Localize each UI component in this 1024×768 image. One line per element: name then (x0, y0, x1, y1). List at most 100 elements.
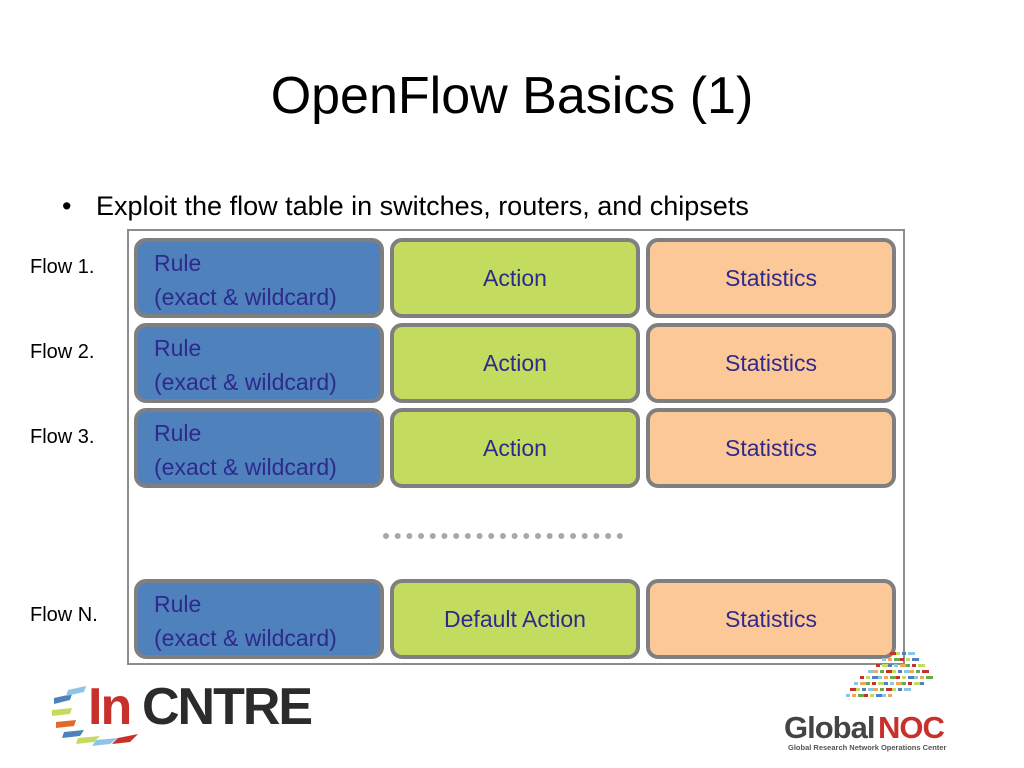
logo-pixel (890, 652, 897, 655)
logo-pixel (896, 682, 903, 685)
slide-title: OpenFlow Basics (1) (270, 67, 754, 125)
logo-pixel (860, 676, 864, 679)
logo-pixel (902, 682, 906, 685)
logo-pixel (878, 682, 885, 685)
flow-label: Flow 3. (30, 426, 95, 448)
logo-pixel (876, 694, 883, 697)
rule-cell: Rule (exact & wildcard) (134, 238, 384, 318)
logo-pixel (864, 694, 868, 697)
logo-pixel (916, 670, 920, 673)
logo-pixel (882, 694, 886, 697)
ellipsis-dots (383, 533, 623, 545)
logo-pixel (866, 676, 870, 679)
logo-pixel (894, 664, 898, 667)
action-cell: Action (390, 238, 640, 318)
rule-title: Rule (154, 591, 202, 617)
logo-pixel (896, 652, 900, 655)
statistics-cell: Statistics (646, 238, 896, 318)
logo-pixel (872, 682, 876, 685)
logo-pixel (888, 658, 892, 661)
svg-text:Global: Global (784, 710, 874, 745)
rule-subtitle: (exact & wildcard) (154, 284, 337, 310)
logo-pixel (912, 664, 916, 667)
logo-pixel (856, 688, 860, 691)
action-cell: Default Action (390, 579, 640, 659)
globalnoc-logo-icon: Global NOC Global Research Network Opera… (784, 652, 946, 752)
logo-pixel (906, 658, 910, 661)
logo-pixel (900, 658, 904, 661)
logo-pixel (862, 688, 866, 691)
logo-pixel (892, 670, 896, 673)
logo-pixel (904, 688, 911, 691)
svg-text:CNTRE: CNTRE (142, 678, 311, 736)
logo-pixel (884, 676, 888, 679)
logo-pixel (868, 670, 875, 673)
logo-pixel (876, 664, 880, 667)
logo-pixel (906, 664, 910, 667)
incntre-logo: In CNTRE (50, 672, 320, 748)
logo-pixel (868, 688, 875, 691)
logo-pixel (920, 682, 924, 685)
bullet-text: Exploit the flow table in switches, rout… (96, 191, 749, 221)
rule-subtitle: (exact & wildcard) (154, 369, 337, 395)
statistics-cell: Statistics (646, 579, 896, 659)
logo-pixel (902, 676, 906, 679)
globalnoc-logo: Global NOC Global Research Network Opera… (780, 648, 980, 758)
logo-pixel (898, 688, 902, 691)
flow-label: Flow 1. (30, 256, 95, 278)
rule-title: Rule (154, 420, 202, 446)
logo-pixel (890, 682, 894, 685)
logo-pixel (908, 682, 912, 685)
logo-pixel (920, 676, 924, 679)
logo-pixel (874, 670, 878, 673)
logo-pixel (860, 682, 867, 685)
logo-pixel (886, 688, 893, 691)
logo-pixel (892, 688, 896, 691)
rule-cell: Rule (exact & wildcard) (134, 408, 384, 488)
logo-pixel (898, 670, 902, 673)
rule-cell: Rule (exact & wildcard) (134, 323, 384, 403)
flow-label: Flow N. (30, 604, 98, 626)
logo-pixel (850, 688, 857, 691)
logo-pixel (900, 664, 907, 667)
logo-pixel (888, 694, 892, 697)
statistics-cell: Statistics (646, 408, 896, 488)
logo-pixel (890, 676, 897, 679)
logo-pixel (912, 658, 919, 661)
incntre-logo-icon: In CNTRE (52, 678, 313, 746)
logo-pixel (858, 694, 865, 697)
logo-pixel (908, 676, 915, 679)
rule-cell: Rule (exact & wildcard) (134, 579, 384, 659)
flow-label: Flow 2. (30, 341, 95, 363)
logo-pixel (866, 682, 870, 685)
svg-text:In: In (88, 678, 130, 736)
logo-pixel (904, 670, 911, 673)
logo-pixel (882, 658, 886, 661)
logo-pixel (886, 670, 893, 673)
logo-pixel (880, 688, 884, 691)
logo-pixel (926, 676, 933, 679)
rule-subtitle: (exact & wildcard) (154, 454, 337, 480)
logo-pixel (896, 676, 900, 679)
logo-pixel (880, 670, 884, 673)
logo-pixel (884, 682, 888, 685)
logo-pixel (874, 688, 878, 691)
action-cell: Action (390, 408, 640, 488)
logo-pixel (908, 652, 915, 655)
rule-title: Rule (154, 335, 202, 361)
action-cell: Action (390, 323, 640, 403)
logo-pixel (852, 694, 856, 697)
bullet-item: •Exploit the flow table in switches, rou… (62, 186, 749, 226)
rule-title: Rule (154, 250, 202, 276)
rule-subtitle: (exact & wildcard) (154, 625, 337, 651)
logo-pixel (872, 676, 879, 679)
logo-pixel (914, 682, 921, 685)
statistics-cell: Statistics (646, 323, 896, 403)
logo-pixel (846, 694, 850, 697)
logo-pixel (894, 658, 901, 661)
logo-pixel (882, 664, 889, 667)
logo-pixel (888, 664, 892, 667)
logo-pixel (902, 652, 906, 655)
svg-text:NOC: NOC (878, 710, 945, 745)
svg-text:Global Research Network Operat: Global Research Network Operations Cente… (788, 743, 946, 752)
